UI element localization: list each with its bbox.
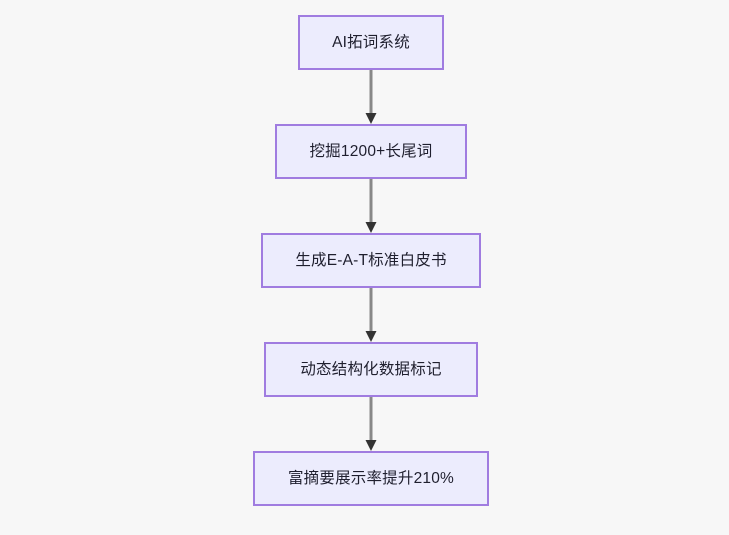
edge-node4-to-node5 bbox=[365, 397, 377, 451]
flowchart-node-label: 富摘要展示率提升210% bbox=[287, 469, 455, 487]
flowchart-node-dynamic-structured-data-markup[interactable]: 动态结构化数据标记 bbox=[264, 342, 478, 397]
flowchart-node-label: 动态结构化数据标记 bbox=[300, 360, 442, 378]
edge-node2-to-node3 bbox=[365, 179, 377, 233]
edge-node3-to-node4 bbox=[365, 288, 377, 342]
flowchart-node-generate-eat-whitepaper[interactable]: 生成E-A-T标准白皮书 bbox=[261, 233, 481, 288]
flowchart-node-label: 生成E-A-T标准白皮书 bbox=[295, 251, 447, 269]
flowchart-node-ai-keyword-system[interactable]: AI拓词系统 bbox=[298, 15, 444, 70]
flowchart-node-label: 挖掘1200+长尾词 bbox=[309, 142, 433, 160]
flowchart-node-rich-snippet-impression-uplift[interactable]: 富摘要展示率提升210% bbox=[253, 451, 489, 506]
edge-node1-to-node2 bbox=[365, 70, 377, 124]
flowchart-node-label: AI拓词系统 bbox=[332, 33, 410, 51]
flowchart-node-mine-longtail-keywords[interactable]: 挖掘1200+长尾词 bbox=[275, 124, 467, 179]
